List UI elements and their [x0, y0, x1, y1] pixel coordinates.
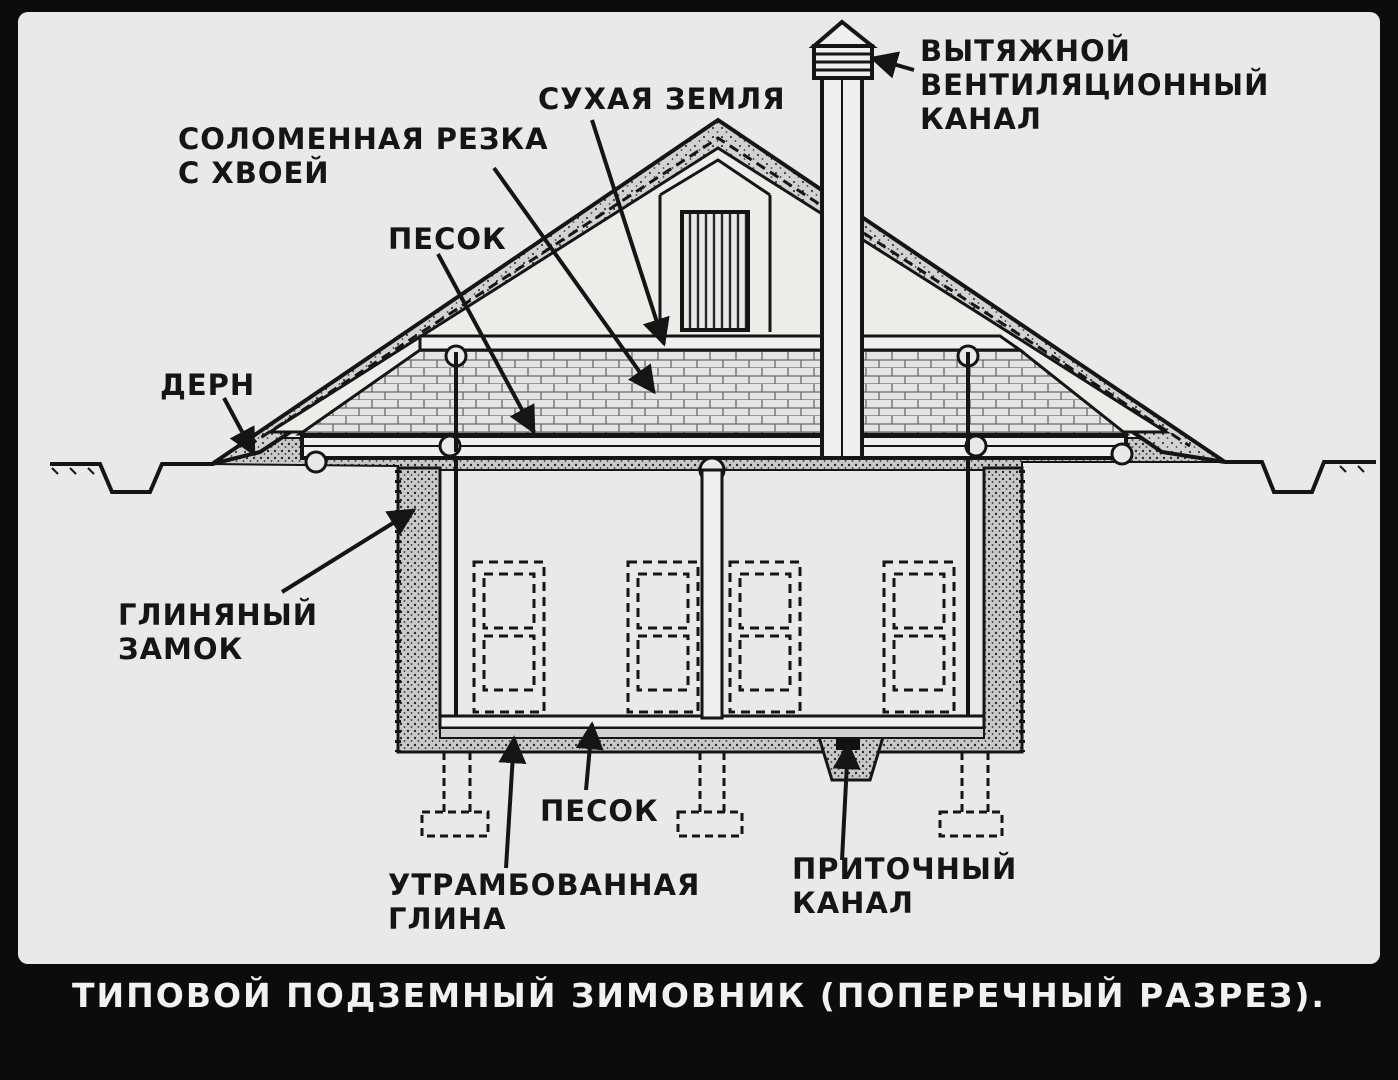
posts: [454, 352, 970, 716]
arrow-exhaust: [869, 51, 915, 79]
label-sand-bottom: ПЕСОК: [540, 794, 659, 828]
arrow-turf: [222, 397, 256, 457]
diagram-caption: ТИПОВОЙ ПОДЗЕМНЫЙ ЗИМОВНИК (ПОПЕРЕЧНЫЙ Р…: [72, 976, 1326, 1015]
roof-outer: [210, 117, 1227, 466]
label-clay-lock: ГЛИНЯНЫЙ ЗАМОК: [118, 598, 319, 666]
arrow-sand-top: [436, 253, 536, 435]
label-dry-earth: СУХАЯ ЗЕМЛЯ: [538, 82, 786, 116]
hive-2: [626, 560, 700, 714]
footing-mid: [676, 752, 744, 838]
dry-earth-strip: [418, 334, 1025, 352]
label-straw-with-needles: СОЛОМЕННАЯ РЕЗКА С ХВОЕЙ: [178, 122, 549, 190]
arrow-supply: [832, 741, 861, 861]
arrow-dry-earth: [590, 119, 670, 347]
label-turf: ДЕРН: [160, 368, 256, 402]
arrow-rammed-clay: [498, 735, 527, 869]
hive-1: [472, 560, 546, 714]
arrow-clay-lock: [280, 508, 417, 594]
hive-4: [882, 560, 956, 714]
label-supply-channel: ПРИТОЧНЫЙ КАНАЛ: [792, 852, 1018, 920]
vent-cap: [808, 19, 878, 80]
label-rammed-clay: УТРАМБОВАННАЯ ГЛИНА: [388, 868, 701, 936]
gable-vent: [680, 210, 750, 332]
label-exhaust-channel: ВЫТЯЖНОЙ ВЕНТИЛЯЦИОННЫЙ КАНАЛ: [920, 34, 1270, 136]
footing-left: [420, 752, 490, 838]
arrow-sand-bottom: [575, 721, 604, 791]
hive-3: [728, 560, 802, 714]
arrow-straw: [492, 166, 656, 395]
floor-rammed-clay: [439, 727, 985, 739]
straw-insulation: [295, 348, 1131, 436]
label-sand-top: ПЕСОК: [388, 222, 507, 256]
footing-right: [938, 752, 1004, 838]
